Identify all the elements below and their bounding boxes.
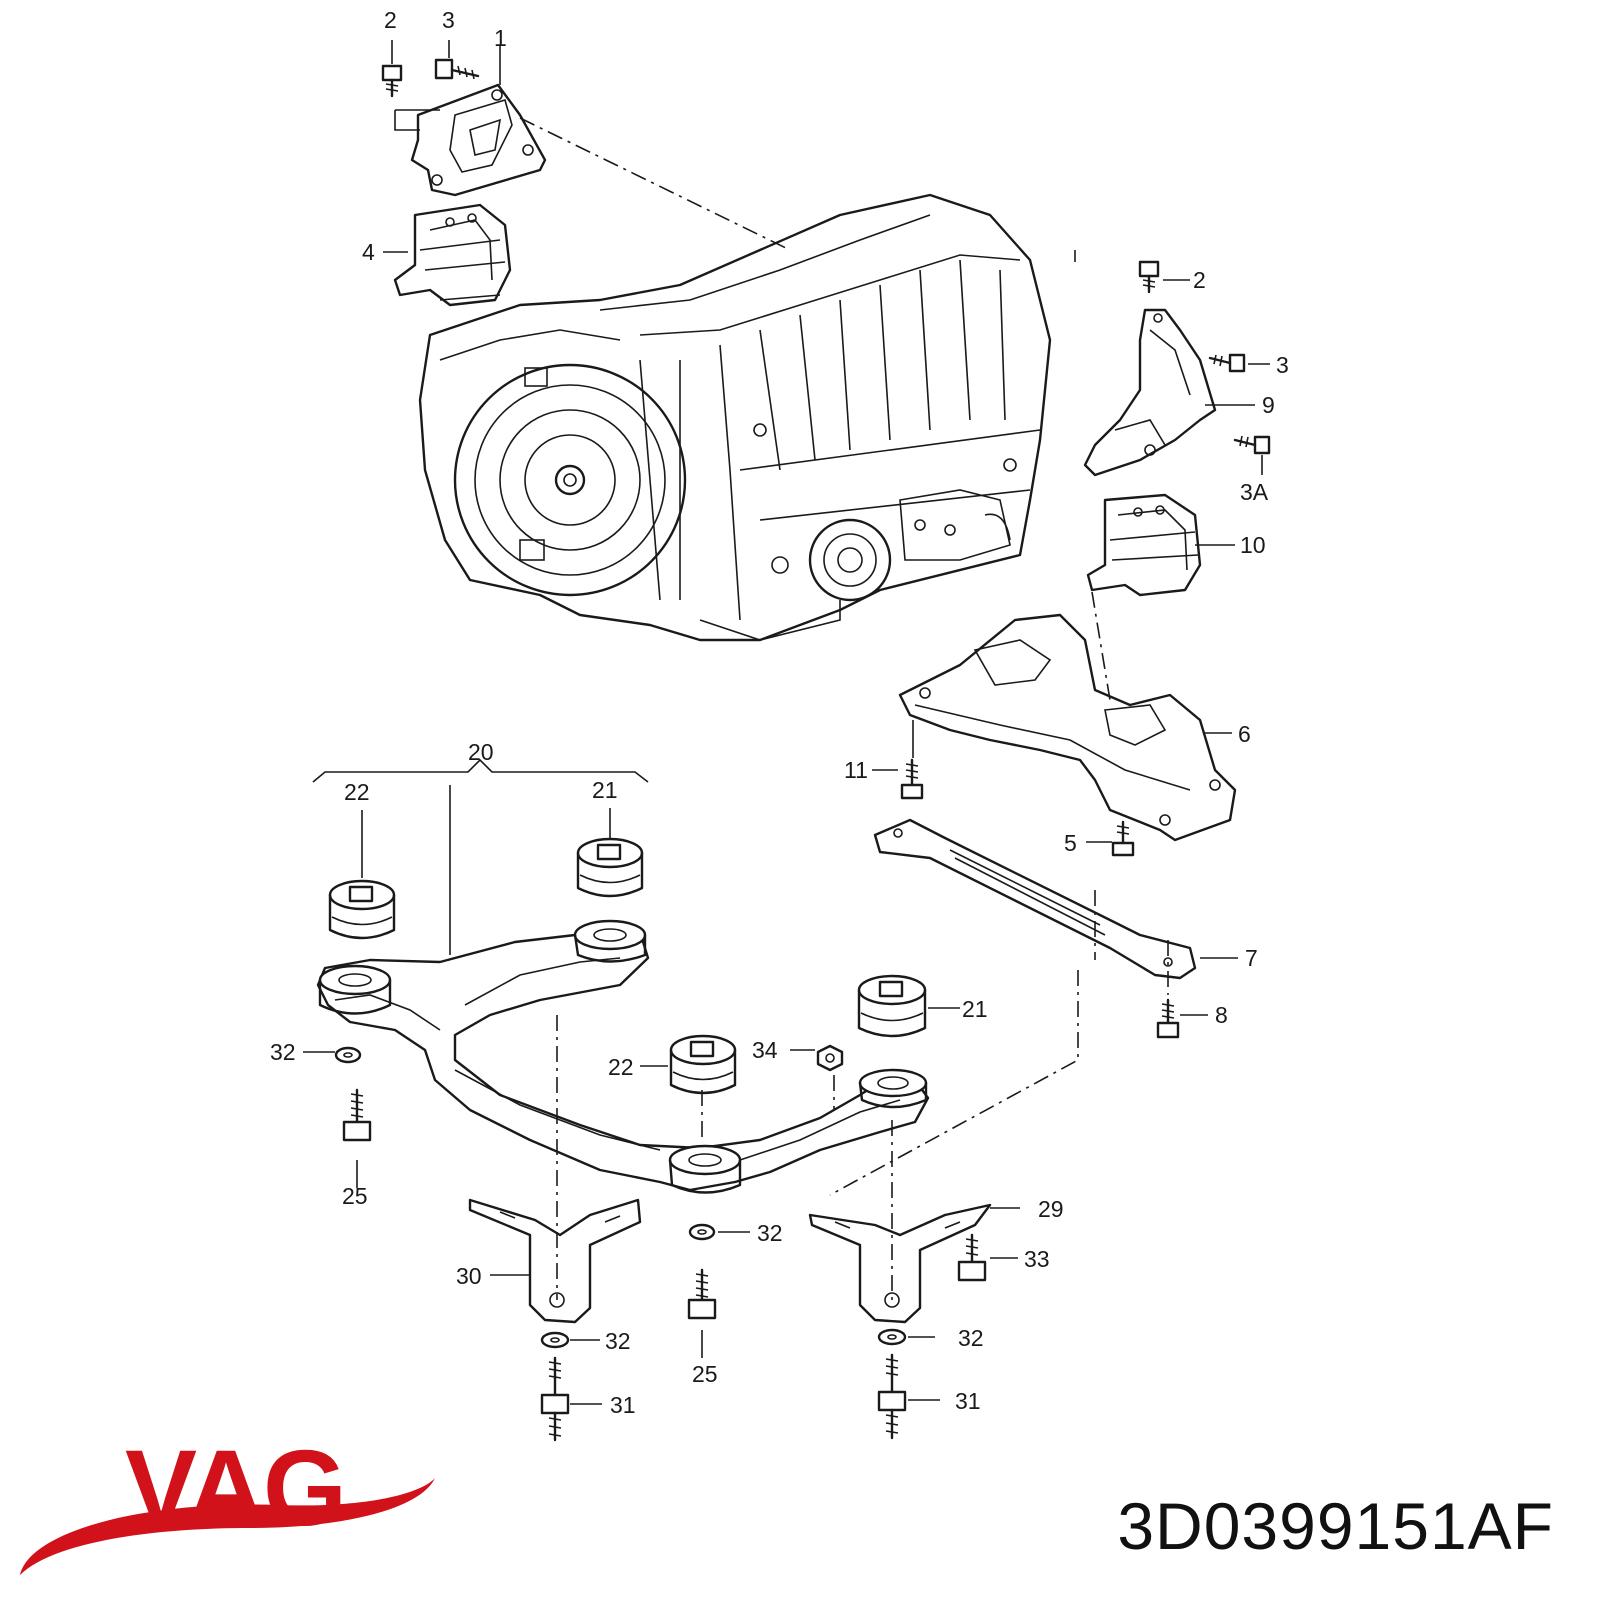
stud-31-left bbox=[540, 1356, 570, 1442]
callout-10: 10 bbox=[1240, 532, 1266, 558]
bracket-29 bbox=[808, 1203, 992, 1324]
callout-20: 20 bbox=[468, 739, 494, 765]
callout-6: 6 bbox=[1238, 721, 1251, 747]
logo-swoosh bbox=[20, 1478, 435, 1575]
vag-logo: VAG bbox=[20, 1427, 435, 1575]
washer-32-centre bbox=[688, 1223, 716, 1241]
bolt-5 bbox=[1111, 820, 1135, 857]
bushing-21-right bbox=[857, 974, 927, 1038]
callout-32: 32 bbox=[757, 1220, 783, 1246]
callout-21: 21 bbox=[592, 777, 618, 803]
callout-32: 32 bbox=[958, 1325, 984, 1351]
callout-31: 31 bbox=[610, 1392, 636, 1418]
bolt-3-left bbox=[434, 58, 480, 80]
callout-31: 31 bbox=[955, 1388, 981, 1414]
subframe-bushing-right bbox=[858, 1068, 928, 1109]
bolt-2-right bbox=[1138, 260, 1160, 294]
right-engine-mount-10 bbox=[1086, 493, 1202, 597]
nut-34 bbox=[816, 1044, 844, 1072]
bracket-30 bbox=[468, 1198, 642, 1324]
callout-22: 22 bbox=[344, 779, 370, 805]
callout-30: 30 bbox=[456, 1263, 482, 1289]
bolt-11 bbox=[900, 758, 924, 800]
callout-32: 32 bbox=[270, 1039, 296, 1065]
callout-3: 3 bbox=[1276, 352, 1289, 378]
callout-7: 7 bbox=[1245, 945, 1258, 971]
transmission-housing bbox=[418, 193, 1052, 642]
bolt-2-left bbox=[381, 64, 403, 98]
callout-21: 21 bbox=[962, 996, 988, 1022]
callout-4: 4 bbox=[362, 239, 375, 265]
washer-32-lower-right bbox=[877, 1328, 907, 1346]
washer-32-lower-left bbox=[540, 1331, 570, 1349]
callout-labels: 1 2 3 4 2 3 9 3A 10 6 11 5 7 8 20 22 21 … bbox=[270, 7, 1289, 1418]
callout-32: 32 bbox=[605, 1328, 631, 1354]
washer-32-left bbox=[334, 1046, 362, 1064]
callout-3: 3 bbox=[442, 7, 455, 33]
left-bracket-assembly bbox=[394, 83, 547, 197]
callout-29: 29 bbox=[1038, 1196, 1064, 1222]
callout-9: 9 bbox=[1262, 392, 1275, 418]
callout-3A: 3A bbox=[1240, 479, 1269, 505]
part-number: 3D0399151AF bbox=[1117, 1489, 1554, 1563]
bolt-33 bbox=[957, 1233, 987, 1282]
assembly-centre-lines bbox=[519, 117, 1169, 1300]
callout-8: 8 bbox=[1215, 1002, 1228, 1028]
leader-lines bbox=[303, 40, 1270, 1405]
callout-33: 33 bbox=[1024, 1246, 1050, 1272]
bolt-3A-right bbox=[1233, 435, 1271, 455]
bolt-25-left bbox=[342, 1088, 372, 1142]
bolt-8 bbox=[1156, 998, 1180, 1039]
callout-22: 22 bbox=[608, 1054, 634, 1080]
callout-5: 5 bbox=[1064, 830, 1077, 856]
callout-11: 11 bbox=[844, 757, 868, 783]
subframe-bushing-left bbox=[318, 964, 392, 1015]
callout-1: 1 bbox=[494, 25, 507, 51]
bolt-25-centre bbox=[687, 1268, 717, 1320]
bushing-22-left bbox=[328, 879, 396, 940]
callout-2: 2 bbox=[384, 7, 397, 33]
gearbox-crossmember-6 bbox=[898, 613, 1237, 842]
left-engine-mount bbox=[393, 203, 512, 307]
subframe-bushing-front bbox=[668, 1144, 742, 1194]
callout-25: 25 bbox=[692, 1361, 718, 1387]
callout-25: 25 bbox=[342, 1183, 368, 1209]
bushing-21-top bbox=[576, 837, 644, 898]
support-strap-7 bbox=[873, 818, 1197, 980]
stud-31-right bbox=[877, 1353, 907, 1440]
right-bracket-9 bbox=[1083, 308, 1217, 477]
bolt-3-right bbox=[1208, 353, 1246, 373]
callout-2: 2 bbox=[1193, 267, 1206, 293]
callout-34: 34 bbox=[752, 1037, 778, 1063]
bushing-22-centre bbox=[669, 1034, 737, 1095]
subframe-bushing-rear bbox=[573, 919, 647, 963]
